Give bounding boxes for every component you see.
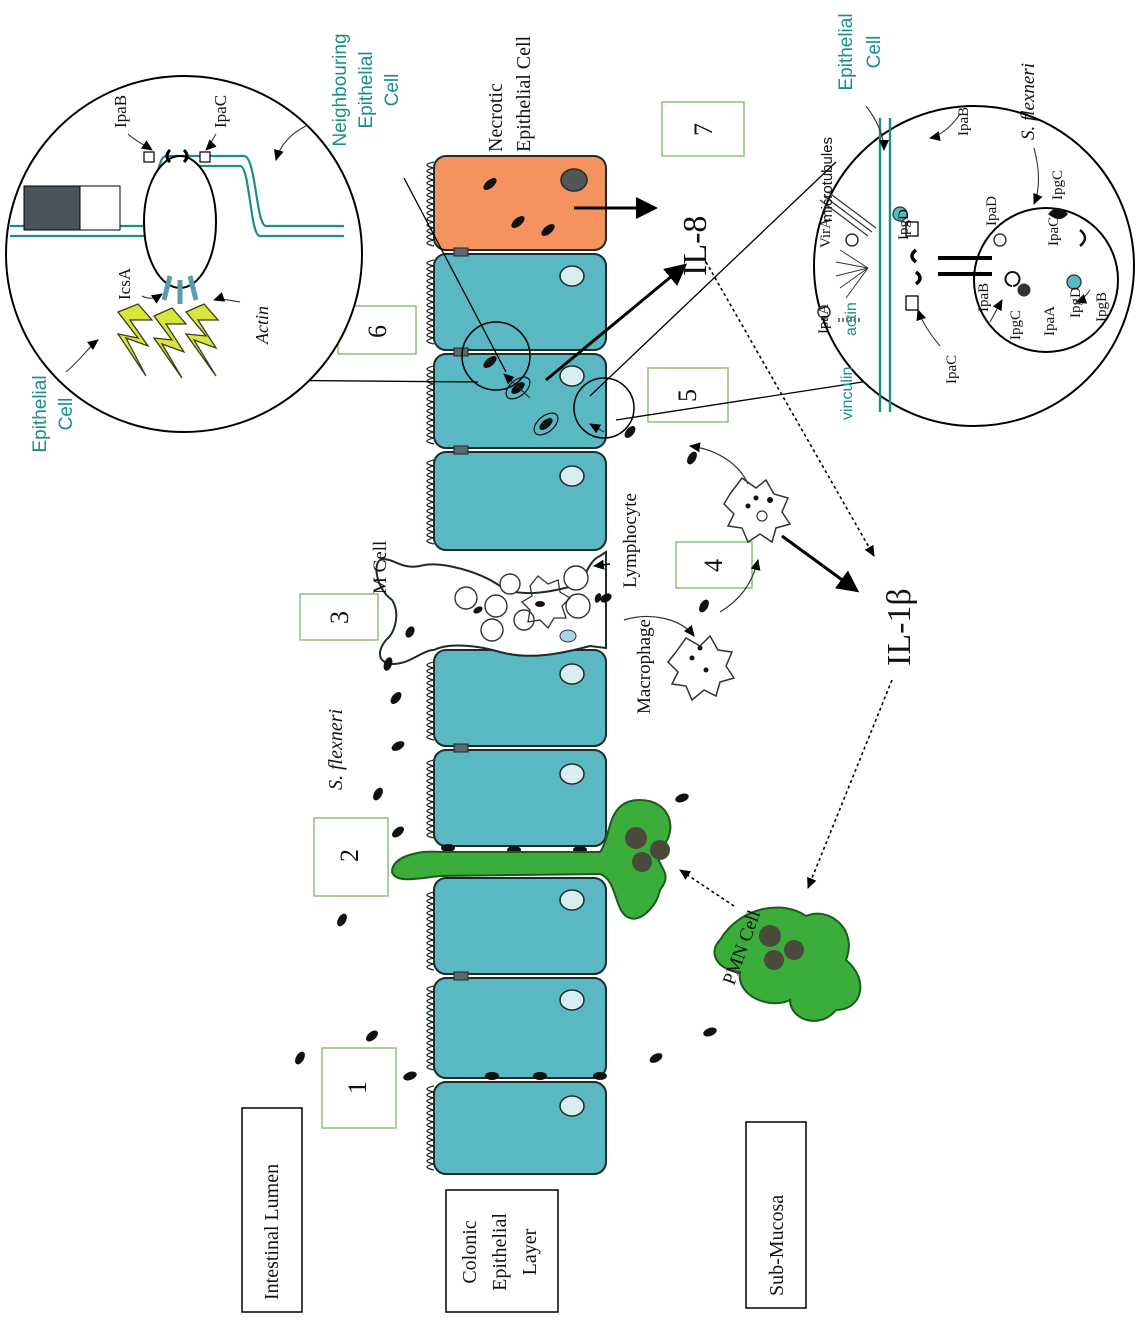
neighbouring-label-2: Epithelial — [356, 51, 377, 128]
step-label-3: 3 — [325, 611, 354, 624]
intestinal-lumen-label: Intestinal Lumen — [261, 1164, 283, 1300]
ipgc-mid-label: IpgC — [1008, 310, 1024, 340]
intracellular-bacteria — [483, 178, 555, 430]
ipaa-left-label: IpaA — [816, 304, 832, 334]
epithelial-cell — [433, 1081, 607, 1175]
step-label-1: 1 — [343, 1081, 372, 1094]
s-flexneri-label: S. flexneri — [325, 709, 347, 790]
step-label-6: 6 — [363, 325, 392, 338]
inset-left — [5, 75, 531, 433]
epithelial-cell — [433, 749, 607, 847]
ipab-mid-label: IpaB — [976, 283, 992, 312]
ipgc-right-label: IpgC — [1050, 170, 1066, 200]
nuclei — [559, 265, 585, 1117]
sub-mucosa-box: Sub-Mucosa — [745, 1121, 807, 1309]
infected-macrophage — [723, 476, 792, 544]
colonic-label: Colonic — [459, 1220, 481, 1283]
microvilli — [426, 161, 435, 1171]
pmn-nucleus-1 — [625, 827, 670, 872]
inset-right — [573, 105, 1135, 439]
macrophage-vesicle — [756, 510, 768, 522]
epithelial-cell-right-label-1: Epithelial — [836, 13, 857, 90]
microtubules-label: microtubules — [819, 137, 836, 222]
inset-left-source — [461, 321, 531, 391]
ipgd-top-label: IpgD — [896, 209, 912, 240]
macrophage-bacteria — [689, 645, 709, 673]
il1b-label: IL-1β — [881, 588, 918, 666]
epithelial-layer — [426, 155, 607, 1175]
epithelial-cell-right-label-2: Cell — [864, 36, 885, 69]
step-box-3 — [299, 593, 379, 641]
epithelial-cell-left-label-1: Epithelial — [30, 375, 51, 452]
s-flexneri-right-label: S. flexneri — [1018, 63, 1039, 140]
ipaa-icon — [817, 305, 831, 319]
ipab-left-label: IpaB — [111, 95, 130, 128]
macrophage-label: Macrophage — [634, 619, 655, 714]
lymphocytes-in-pocket — [454, 565, 591, 642]
step-box-4 — [675, 541, 753, 589]
colonic-epithelial-layer-box: Colonic Epithelial Layer — [445, 1189, 559, 1313]
epithelial-cell — [433, 649, 607, 747]
m-cell-label: M Cell — [370, 541, 391, 594]
macrophage-in-pocket — [520, 575, 572, 630]
ipgb-label: IpgB — [1094, 292, 1110, 322]
bacterium-left-inset — [143, 155, 217, 289]
actin-tails — [116, 303, 220, 379]
necrotic-label-1: Necrotic — [485, 83, 507, 152]
m-cell-vesicle — [559, 629, 577, 643]
tight-junctions — [453, 247, 469, 981]
step-label-2: 2 — [335, 849, 364, 862]
ipgd-icon — [892, 206, 908, 222]
ipad-label: IpaD — [984, 196, 1000, 226]
bacteria-in-m-cell — [405, 593, 602, 638]
ipac-left-label: IpaC — [211, 95, 230, 128]
neighbouring-label-3: Cell — [382, 74, 403, 107]
pmn-cell-transmigrating — [390, 798, 672, 920]
pmn-cell — [713, 906, 862, 1022]
macrophage — [666, 634, 736, 702]
arrows — [503, 197, 893, 907]
ipgd-mid-label: IpgD — [1068, 287, 1084, 318]
layer-label: Layer — [519, 1228, 541, 1275]
il8-label: IL-8 — [677, 216, 714, 276]
infected-macrophage-bacteria — [745, 495, 773, 509]
ipaa-mid-label: IpaA — [1042, 306, 1058, 336]
ipac-right-label: IpaC — [1046, 217, 1062, 246]
necrotic-label-2: Epithelial Cell — [513, 35, 535, 152]
step-label-4: 4 — [699, 559, 728, 572]
necrotic-nucleus — [560, 168, 588, 192]
inset-right-source — [573, 377, 635, 439]
actin-right-label: actin — [843, 302, 860, 336]
step-box-1 — [321, 1047, 397, 1129]
ipac-left-inset-label: IpaC — [944, 355, 960, 384]
epithelial-cell-left-label-2: Cell — [56, 398, 77, 431]
icsa-label: IcsA — [115, 267, 134, 300]
vira-icon — [845, 233, 859, 247]
vinculin-label: vinculin — [839, 367, 856, 420]
step-box-2 — [313, 817, 389, 897]
sub-mucosa-label: Sub-Mucosa — [766, 1195, 788, 1296]
ipab-top-label: IpaB — [956, 107, 972, 136]
step-box-7 — [661, 101, 745, 157]
actin-left-label: Actin — [252, 306, 272, 345]
step-label-5: 5 — [673, 389, 702, 402]
epithelial-cell — [433, 451, 607, 551]
epithelial-label: Epithelial — [489, 1213, 511, 1291]
lymphocyte-label: Lymphocyte — [620, 493, 641, 588]
intestinal-lumen-box: Intestinal Lumen — [241, 1107, 303, 1313]
neighbouring-label-1: Neighbouring — [330, 33, 351, 146]
pmn-nucleus-2 — [759, 925, 804, 970]
vira-label: VirA — [818, 218, 834, 248]
step-label-7: 7 — [689, 123, 718, 136]
